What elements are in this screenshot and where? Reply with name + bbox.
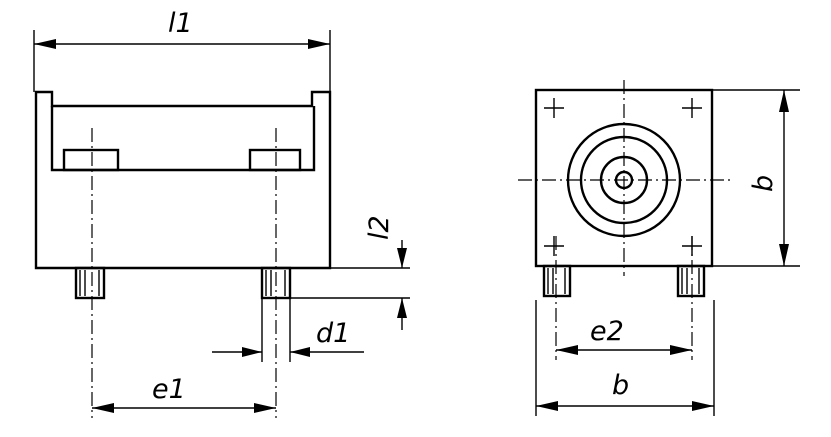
right-pad <box>248 148 302 172</box>
dimension-b-horizontal: b <box>535 300 715 416</box>
dimension-l2: l2 <box>290 215 410 330</box>
label-l1: l1 <box>168 8 193 39</box>
dimension-e2: e2 <box>556 316 692 355</box>
label-e2: e2 <box>590 316 624 347</box>
dimension-l1: l1 <box>33 8 331 92</box>
label-l2: l2 <box>364 215 395 240</box>
front-body-outline <box>34 90 332 270</box>
side-right-pin <box>676 264 706 298</box>
front-view <box>34 90 332 418</box>
front-channel-outline <box>50 106 316 172</box>
label-d1: d1 <box>316 318 350 349</box>
dimension-e1: e1 <box>92 374 276 413</box>
left-pin <box>74 266 106 300</box>
left-pad <box>62 148 120 172</box>
dimension-d1: d1 <box>212 298 364 362</box>
dimension-b-vertical: b <box>712 89 800 267</box>
label-b-side: b <box>748 175 779 192</box>
label-b-bottom: b <box>612 370 629 401</box>
side-view <box>518 80 732 360</box>
label-e1: e1 <box>152 374 186 405</box>
side-left-pin <box>542 264 572 298</box>
